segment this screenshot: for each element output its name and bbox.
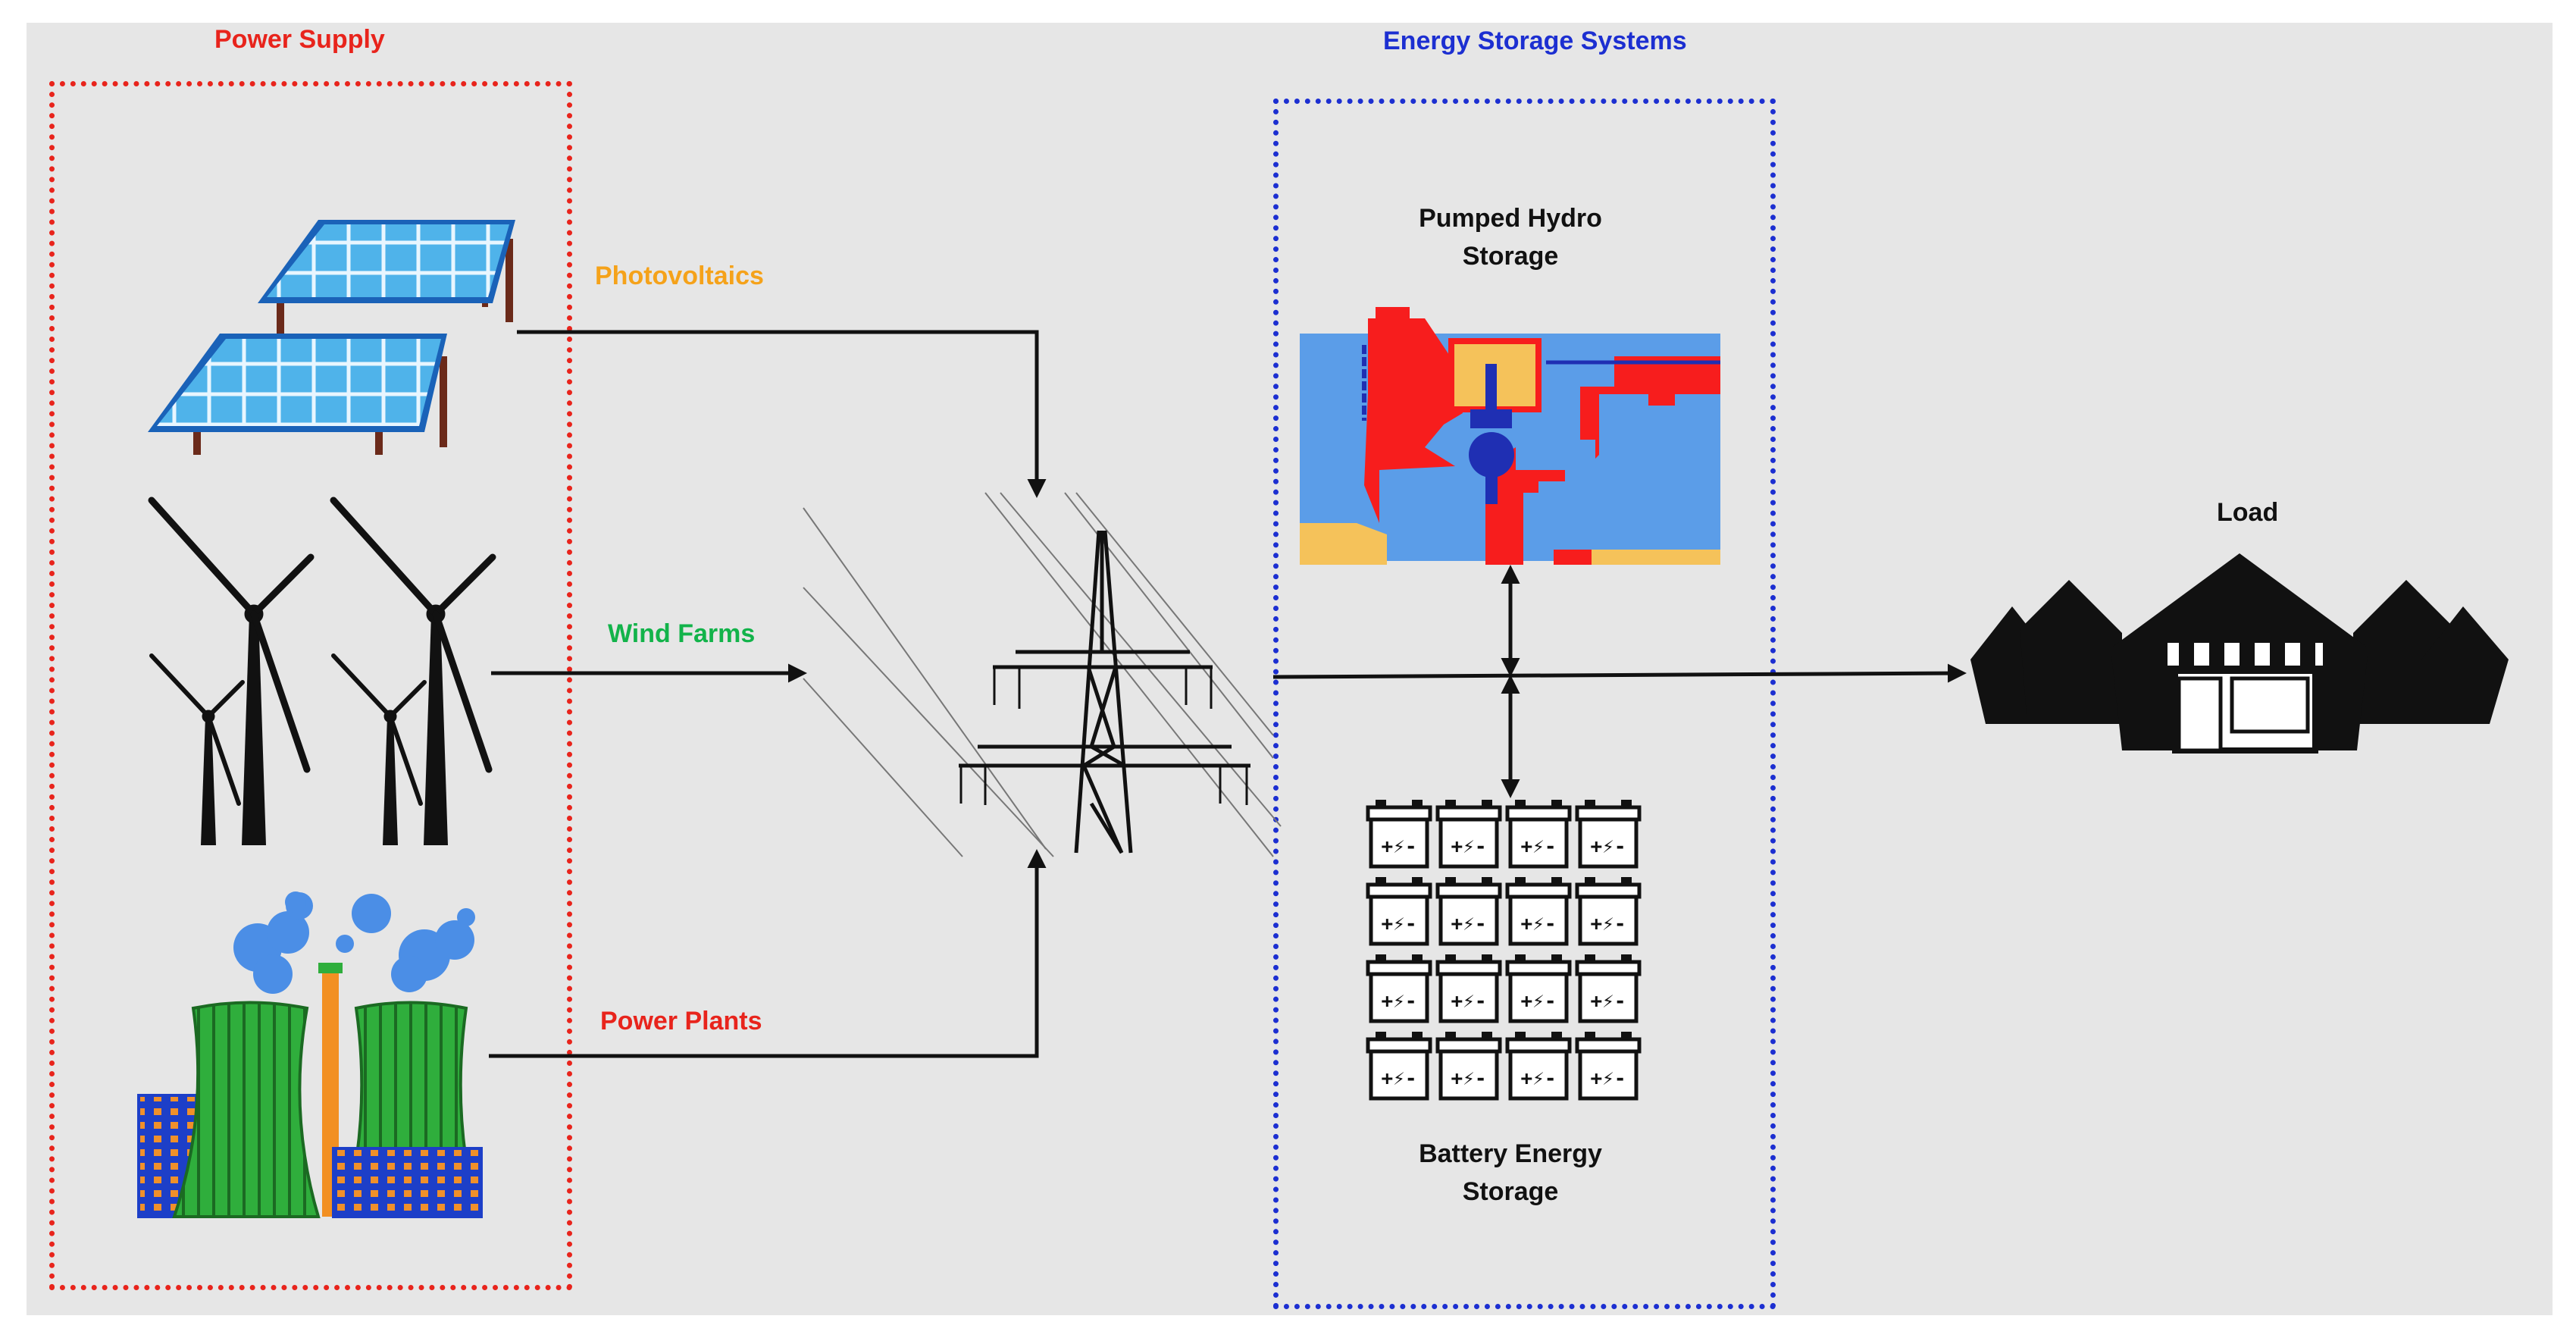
pumped-hydro-label-line1: Pumped Hydro bbox=[1419, 204, 1602, 233]
battery-cell-icon: +⚡- bbox=[1505, 877, 1572, 946]
transmission-tower-icon bbox=[803, 492, 1282, 857]
battery-cell-icon: +⚡- bbox=[1575, 877, 1642, 946]
svg-text:+⚡-: +⚡- bbox=[1451, 1067, 1487, 1090]
battery-cell-icon: +⚡- bbox=[1366, 954, 1432, 1023]
power-supply-title: Power Supply bbox=[214, 25, 385, 54]
wind-turbine-icon bbox=[148, 497, 496, 845]
houses-icon bbox=[1970, 553, 2509, 754]
pumped-hydro-label: Pumped Hydro Storage bbox=[1397, 199, 1624, 275]
battery-cell-icon: +⚡- bbox=[1505, 1032, 1572, 1101]
wind-farms-label: Wind Farms bbox=[608, 619, 756, 648]
battery-cell-icon: +⚡- bbox=[1505, 800, 1572, 869]
battery-cell-icon: +⚡- bbox=[1435, 877, 1502, 946]
svg-text:+⚡-: +⚡- bbox=[1451, 835, 1487, 858]
svg-text:+⚡-: +⚡- bbox=[1521, 835, 1557, 858]
pumped-hydro-label-line2: Storage bbox=[1462, 242, 1559, 271]
battery-cell-icon: +⚡- bbox=[1505, 954, 1572, 1023]
battery-cell-icon: +⚡- bbox=[1435, 800, 1502, 869]
svg-text:+⚡-: +⚡- bbox=[1521, 913, 1557, 935]
svg-text:+⚡-: +⚡- bbox=[1591, 835, 1626, 858]
svg-text:+⚡-: +⚡- bbox=[1382, 990, 1417, 1013]
battery-cell-icon: +⚡- bbox=[1575, 954, 1642, 1023]
svg-text:+⚡-: +⚡- bbox=[1591, 990, 1626, 1013]
power-supply-group-box bbox=[49, 81, 572, 1290]
svg-text:+⚡-: +⚡- bbox=[1382, 835, 1417, 858]
battery-cell-icon: +⚡- bbox=[1575, 1032, 1642, 1101]
svg-text:+⚡-: +⚡- bbox=[1382, 1067, 1417, 1090]
svg-text:+⚡-: +⚡- bbox=[1382, 913, 1417, 935]
energy-storage-group-box bbox=[1273, 99, 1776, 1309]
flow-connectors bbox=[489, 330, 1967, 1058]
svg-text:+⚡-: +⚡- bbox=[1521, 990, 1557, 1013]
battery-storage-label: Battery Energy Storage bbox=[1397, 1135, 1624, 1211]
solar-panel-icon bbox=[148, 220, 515, 455]
energy-storage-title: Energy Storage Systems bbox=[1383, 27, 1687, 55]
battery-storage-label-line2: Storage bbox=[1462, 1177, 1559, 1206]
load-label: Load bbox=[2217, 498, 2279, 527]
battery-bank-icon: +⚡- +⚡- +⚡- +⚡- +⚡- +⚡- +⚡- +⚡- +⚡- +⚡- +⚡- +⚡- +⚡- +… bbox=[1366, 800, 1642, 1101]
power-plants-label: Power Plants bbox=[600, 1007, 762, 1036]
battery-cell-icon: +⚡- bbox=[1366, 877, 1432, 946]
svg-text:+⚡-: +⚡- bbox=[1591, 913, 1626, 935]
battery-cell-icon: +⚡- bbox=[1575, 800, 1642, 869]
battery-cell-icon: +⚡- bbox=[1366, 1032, 1432, 1101]
pumped-hydro-icon bbox=[1300, 307, 1720, 565]
power-plant-icon bbox=[137, 891, 483, 1218]
photovoltaics-label: Photovoltaics bbox=[595, 262, 764, 290]
svg-text:+⚡-: +⚡- bbox=[1451, 990, 1487, 1013]
svg-text:+⚡-: +⚡- bbox=[1521, 1067, 1557, 1090]
battery-cell-icon: +⚡- bbox=[1435, 954, 1502, 1023]
power-plants-arrow bbox=[489, 849, 1047, 1058]
svg-text:+⚡-: +⚡- bbox=[1591, 1067, 1626, 1090]
battery-cell-icon: +⚡- bbox=[1366, 800, 1432, 869]
grid-to-load-arrow bbox=[1272, 663, 1967, 683]
svg-text:+⚡-: +⚡- bbox=[1451, 913, 1487, 935]
battery-cell-icon: +⚡- bbox=[1435, 1032, 1502, 1101]
photovoltaics-arrow bbox=[517, 330, 1047, 498]
battery-storage-label-line1: Battery Energy bbox=[1419, 1139, 1602, 1168]
